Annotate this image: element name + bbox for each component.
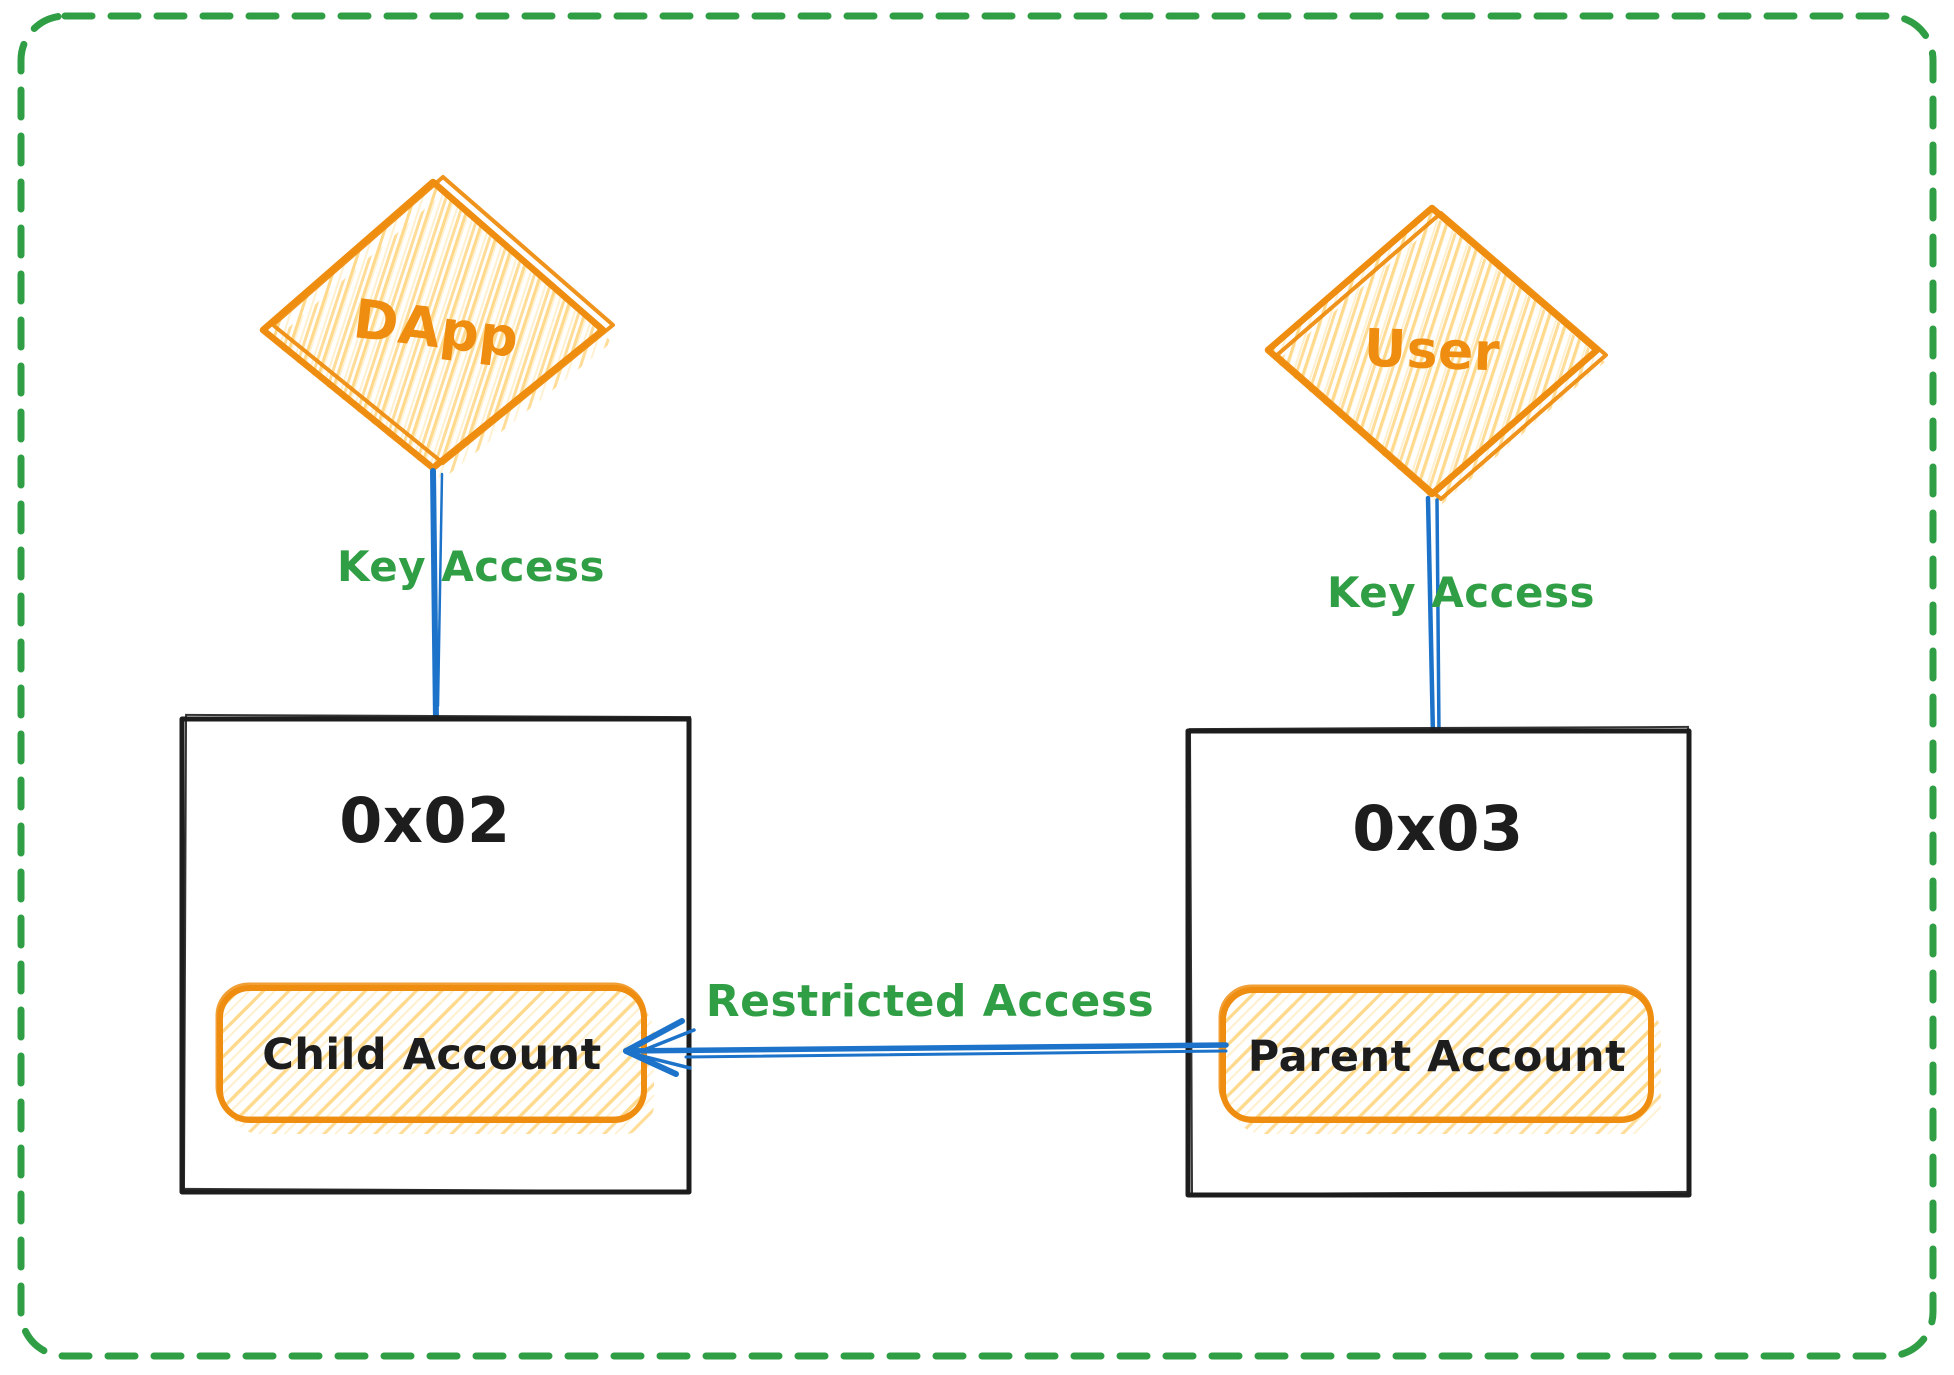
dapp-key-access-label: Key Access [337,542,605,591]
parent-account-node[interactable]: Parent Account [1218,984,1661,1134]
user-key-access-label: Key Access [1327,568,1595,617]
dapp-key-access-line-echo [436,472,444,708]
dapp-key-access-line [430,468,439,725]
wallet-0x02-label: 0x02 [339,784,510,857]
dapp-key-access-connector[interactable] [430,468,444,725]
parent-account-label: Parent Account [1248,1032,1626,1082]
user-key-access-line-echo [1435,498,1441,736]
restricted-access-line [623,1042,1229,1054]
child-account-node[interactable]: Child Account [215,982,654,1134]
restricted-access-label: Restricted Access [706,976,1154,1027]
arrowhead-upper-barb [623,1018,685,1054]
restricted-access-line-echo [684,1049,1228,1059]
wallet-0x02-echo-stroke [182,713,692,1193]
dapp-diamond-echo-stroke [271,175,615,465]
arrowhead-lower-barb-echo [632,1052,692,1070]
user-label: User [1363,319,1501,384]
arrowhead-upper-barb-echo [632,1028,696,1056]
dapp-diamond-node[interactable]: DApp [259,175,615,480]
dapp-diamond-outline [259,178,607,472]
dashed-frame [17,12,1937,1360]
user-diamond-echo-stroke [1275,211,1608,501]
wallet-0x03-echo-stroke [1188,725,1692,1196]
user-key-access-line [1425,495,1436,739]
user-diamond-node[interactable]: User [1264,204,1608,506]
child-account-label: Child Account [262,1030,601,1080]
user-key-access-connector[interactable] [1425,495,1441,739]
wallet-0x03-label: 0x03 [1352,792,1523,865]
user-diamond-outline [1264,204,1601,498]
restricted-access-arrow[interactable] [623,1018,1229,1077]
